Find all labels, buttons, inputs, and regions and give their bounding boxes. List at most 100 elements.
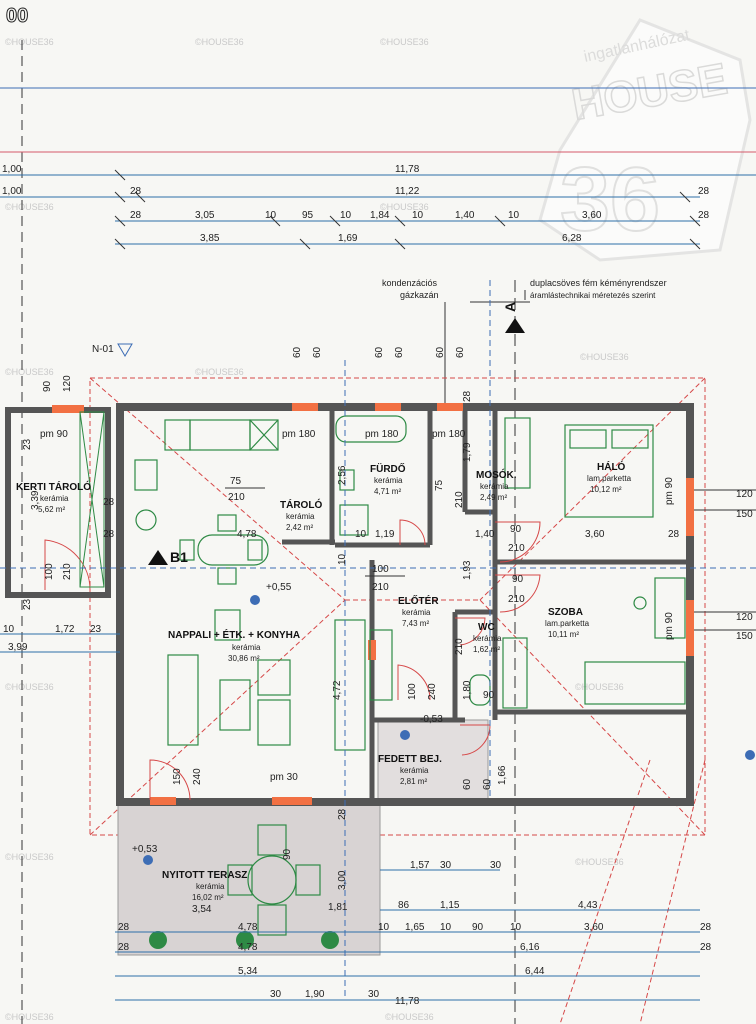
room-laundry-area: 2,49 m² [480, 493, 507, 502]
dim-left-r1-2: 23 [90, 624, 102, 635]
dim-terrace-3-54: 3,54 [192, 904, 212, 915]
door-210-d: 210 [508, 543, 525, 554]
room-hall-name: ELŐTÉR [398, 594, 439, 607]
dim-top-r3-5: 1,84 [370, 210, 390, 221]
dim-60: 60 [394, 346, 405, 358]
room-szoba-material: lam.parketta [545, 619, 590, 628]
dim-top-r2-0: 1,00 [2, 186, 22, 197]
room-bathroom-name: FÜRDŐ [370, 462, 406, 475]
small-mark: ©HOUSE36 [195, 367, 244, 377]
opening-pm180-c: pm 180 [432, 429, 466, 440]
level-target-icons [143, 595, 755, 865]
dim-bot-r6-2: 30 [368, 989, 380, 1000]
small-mark: ©HOUSE36 [575, 857, 624, 867]
room-labels: NAPPALI + ÉTK. + KONYHA kerámia 30,86 m²… [16, 460, 632, 902]
covered-entry-area [377, 719, 489, 806]
dim-bot-r4-2: 6,16 [520, 942, 540, 953]
section-label-a: A [502, 302, 518, 312]
top-dimensions [0, 169, 756, 250]
wall-10: 10 [355, 529, 367, 540]
dim-top-r2-2: 11,22 [395, 186, 420, 197]
door-210: 210 [228, 492, 245, 503]
dim-top-r2-3: 28 [698, 186, 710, 197]
dim-top-r1-0: 1,00 [2, 164, 22, 175]
small-mark: ©HOUSE36 [5, 682, 54, 692]
room-laundry-name: MOSÓK. [476, 468, 517, 481]
dim-bot-r6-0: 30 [270, 989, 282, 1000]
dim-top-r4-0: 3,85 [200, 233, 220, 244]
wall-2-56: 2,56 [337, 465, 348, 485]
dim-garden-210: 210 [62, 563, 73, 580]
dim-bot-r3-0: 28 [118, 922, 130, 933]
small-mark: ©HOUSE36 [5, 1012, 54, 1022]
furniture [134, 415, 686, 936]
room-szoba-name: SZOBA [548, 607, 583, 618]
room-garden-area: 5,62 m² [38, 505, 65, 514]
wall-4-72: 4,72 [332, 680, 343, 700]
terrace-area [117, 804, 381, 956]
dim-60: 60 [435, 346, 446, 358]
small-mark: ©HOUSE36 [5, 202, 54, 212]
dim-top-r3-1: 3,05 [195, 210, 215, 221]
dim-bot-r6-3: 11,78 [395, 996, 420, 1007]
door-75-b: 75 [434, 479, 445, 491]
interior-dims: 75 210 4,78 1,19 100 210 75 210 90 210 1… [172, 465, 680, 890]
dim-top-r3-2: 10 [265, 210, 277, 221]
dim-bot-r5-0: 5,34 [238, 966, 258, 977]
left-dims: 3,39 23 23 100 210 28 28 10 1,72 23 3,99 [0, 438, 120, 653]
room-garden-material: kerámia [40, 494, 69, 503]
room-wc-area: 1,62 m² [473, 645, 500, 654]
dim-bot-r3-2: 10 [378, 922, 390, 933]
dim-60: 60 [312, 346, 323, 358]
dim-28-left-b: 28 [103, 529, 115, 540]
dim-terrace-1-81: 1,81 [328, 902, 348, 913]
room-storage-area: 2,42 m² [286, 523, 313, 532]
dim-bot-r2-1: 1,15 [440, 900, 460, 911]
note-boiler-1: kondenzációs [382, 278, 438, 288]
bottom-dimension-lines [115, 869, 700, 1001]
room-wc-material: kerámia [473, 634, 502, 643]
door-100: 100 [372, 564, 389, 575]
wall-1-19: 1,19 [375, 529, 395, 540]
roof-outline [89, 377, 706, 1024]
interior-walls [282, 410, 686, 800]
dim-bot-r4-3: 28 [700, 942, 712, 953]
wall-4-78: 4,78 [237, 529, 257, 540]
wall-3-00: 3,00 [337, 870, 348, 890]
room-living-name: NAPPALI + ÉTK. + KONYHA [168, 628, 300, 641]
room-bathroom-material: kerámia [374, 476, 403, 485]
room-terrace-material: kerámia [196, 882, 225, 891]
small-mark: ©HOUSE36 [380, 202, 429, 212]
dim-head-120: 120 [62, 375, 73, 392]
door-60: 60 [462, 778, 473, 790]
dim-bot-r3-4: 10 [440, 922, 452, 933]
room-entry-area: 2,81 m² [400, 777, 427, 786]
wall-3-60: 3,60 [585, 529, 605, 540]
dim-bot-r1-1: 30 [440, 860, 452, 871]
dim-top-r3-8: 10 [508, 210, 520, 221]
dim-60: 60 [292, 346, 303, 358]
page-code: 00 [6, 5, 28, 27]
dim-top-r2-1: 28 [130, 186, 142, 197]
door-150: 150 [172, 768, 183, 785]
opening-pm90-left: pm 90 [40, 429, 68, 440]
wall-28-b: 28 [337, 808, 348, 820]
level-marker: N-01 [92, 344, 114, 355]
room-living-area: 30,86 m² [228, 654, 260, 663]
dim-top-r4-1: 1,69 [338, 233, 358, 244]
dim-bot-r3-3: 1,65 [405, 922, 425, 933]
room-bedroom-area: 10,12 m² [590, 485, 622, 494]
opening-pm180-a: pm 180 [282, 429, 316, 440]
opening-pm180-b: pm 180 [365, 429, 399, 440]
dim-bot-r3-7: 3,60 [584, 922, 604, 933]
dim-bot-r1-0: 1,57 [410, 860, 430, 871]
dim-28: 28 [462, 390, 473, 402]
door-75: 75 [230, 476, 242, 487]
room-hall-area: 7,43 m² [402, 619, 429, 628]
note-chimney-1: duplacsöves fém kéményrendszer [530, 278, 667, 288]
door-210-f: 210 [454, 638, 465, 655]
small-mark: ©HOUSE36 [5, 852, 54, 862]
dim-bot-r3-6: 10 [510, 922, 522, 933]
dim-left-r1-0: 10 [3, 624, 15, 635]
